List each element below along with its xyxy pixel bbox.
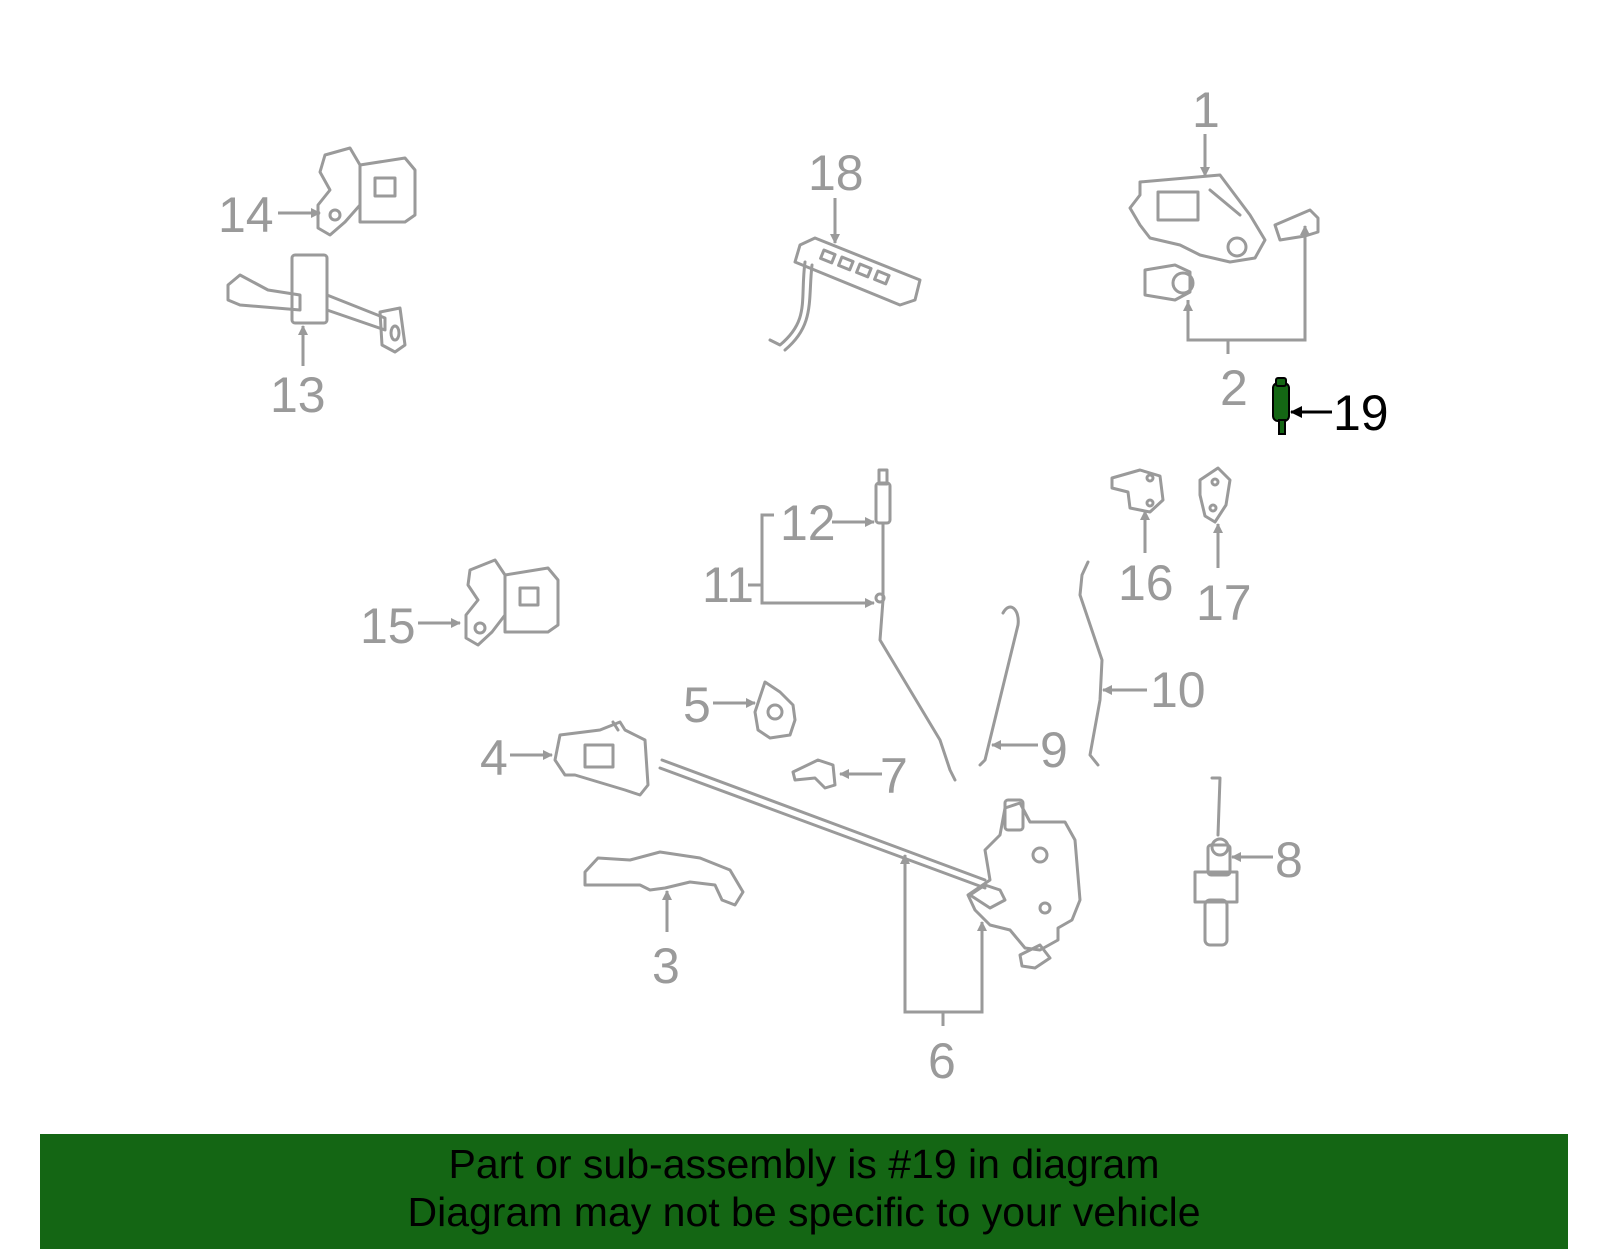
callout-2: 2 bbox=[1220, 360, 1248, 416]
part-16-striker bbox=[1110, 468, 1165, 514]
part-10-rod bbox=[1078, 560, 1104, 767]
callout-5: 5 bbox=[683, 677, 711, 733]
part-19-highlighted bbox=[1272, 377, 1290, 435]
callout-7: 7 bbox=[880, 748, 908, 804]
part-17-shim bbox=[1198, 466, 1232, 524]
callout-12: 12 bbox=[780, 495, 836, 551]
callout-16: 16 bbox=[1118, 555, 1174, 611]
part-11-cable-rod bbox=[874, 521, 957, 782]
part-8-lock-actuator bbox=[1193, 776, 1239, 947]
callout-14: 14 bbox=[218, 187, 274, 243]
leader-11-bracket bbox=[760, 513, 774, 605]
callout-3: 3 bbox=[652, 938, 680, 994]
part-15-lower-hinge bbox=[464, 558, 560, 647]
callout-18: 18 bbox=[808, 145, 864, 201]
notice-banner: Part or sub-assembly is #19 in diagram D… bbox=[40, 1134, 1568, 1249]
part-18-switch-module bbox=[768, 236, 922, 352]
parts-diagram: 14 13 18 1 2 bbox=[218, 82, 1389, 1089]
part-4-handle-bracket bbox=[553, 720, 650, 797]
banner-line-2: Diagram may not be specific to your vehi… bbox=[407, 1189, 1201, 1235]
part-3-outside-handle bbox=[583, 850, 745, 907]
callout-1: 1 bbox=[1192, 82, 1220, 138]
callout-10: 10 bbox=[1150, 662, 1206, 718]
banner-line-1: Part or sub-assembly is #19 in diagram bbox=[448, 1141, 1160, 1187]
callout-19: 19 bbox=[1333, 385, 1389, 441]
callout-13: 13 bbox=[270, 367, 326, 423]
part-14-upper-hinge bbox=[316, 146, 417, 237]
part-1-inside-handle bbox=[1128, 173, 1267, 264]
part-2-lock-cylinder bbox=[1143, 208, 1320, 302]
callout-11: 11 bbox=[702, 557, 754, 613]
part-9-rod bbox=[978, 605, 1020, 767]
callout-4: 4 bbox=[480, 730, 508, 786]
part-6-latch bbox=[658, 758, 1082, 970]
callout-15: 15 bbox=[360, 598, 416, 654]
part-5-washer bbox=[753, 680, 797, 740]
callout-6: 6 bbox=[928, 1033, 956, 1089]
part-13-door-check bbox=[226, 253, 407, 354]
callout-8: 8 bbox=[1275, 832, 1303, 888]
part-7-clip bbox=[791, 758, 837, 790]
callout-17: 17 bbox=[1196, 575, 1252, 631]
part-12-connector bbox=[874, 468, 892, 525]
leader-6-bracket bbox=[903, 855, 984, 1014]
callout-9: 9 bbox=[1040, 722, 1068, 778]
